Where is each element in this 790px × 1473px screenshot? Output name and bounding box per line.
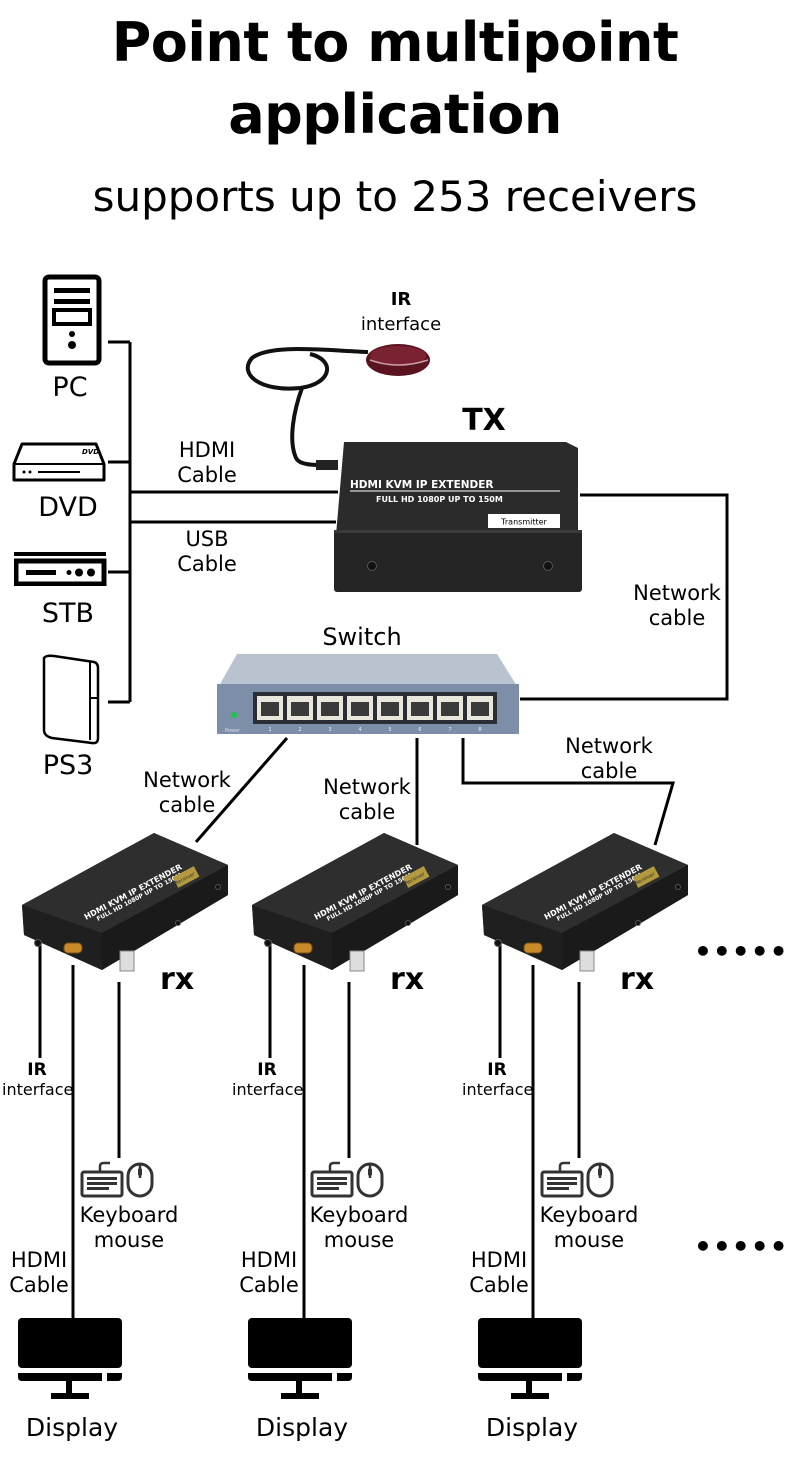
display-monitor-icon xyxy=(478,1318,582,1399)
set-top-box-icon xyxy=(14,552,107,586)
source-label-ps3: PS3 xyxy=(42,750,94,781)
tx-brand-line1: HDMI KVM IP EXTENDER xyxy=(350,479,494,491)
page-title-line1: Point to multipoint xyxy=(111,11,679,74)
keyboard-mouse-icon xyxy=(80,1161,154,1198)
receiver-device: HDMI KVM IP EXTENDER FULL HD 1080P UP TO… xyxy=(482,833,688,972)
rx-label: rx xyxy=(620,962,655,997)
network-cable-label-tx: Network cable xyxy=(633,581,721,630)
page-title-line2: application xyxy=(228,83,562,146)
rx-label: rx xyxy=(390,962,425,997)
transmitter-device: HDMI KVM IP EXTENDER FULL HD 1080P UP TO… xyxy=(334,442,582,592)
receiver-device: HDMI KVM IP EXTENDER FULL HD 1080P UP TO… xyxy=(22,833,228,972)
switch-port-number: 4 xyxy=(358,727,361,733)
display-label: Display xyxy=(255,1413,349,1442)
usb-cable-label: USB Cable xyxy=(177,527,237,576)
rx1-network-line xyxy=(194,737,289,843)
switch-label: Switch xyxy=(322,623,402,651)
rx-ir-label: IR interface xyxy=(462,1060,534,1099)
switch-port-number: 3 xyxy=(328,727,331,733)
tx-ir-label: IR interface xyxy=(360,289,442,335)
switch-port-number: 5 xyxy=(388,727,391,733)
switch-port-number: 2 xyxy=(298,727,301,733)
keyboard-mouse-label: Keyboard mouse xyxy=(539,1203,639,1252)
rx1-downlines xyxy=(38,945,121,1320)
receiver-device: HDMI KVM IP EXTENDER FULL HD 1080P UP TO… xyxy=(252,833,458,972)
rx2-downlines xyxy=(268,945,351,1320)
keyboard-mouse-label: Keyboard mouse xyxy=(309,1203,409,1252)
dvd-badge: DVD xyxy=(82,448,99,456)
tx-label: TX xyxy=(462,403,506,438)
network-cable-label-rx3: Network cable xyxy=(565,734,653,783)
svg-text:Power: Power xyxy=(225,728,241,734)
more-receivers-ellipsis-1: ••••••• xyxy=(694,935,790,968)
switch-port-number: 6 xyxy=(418,727,421,733)
switch-port-number: 8 xyxy=(478,727,481,733)
switch-port-number: 7 xyxy=(448,727,451,733)
keyboard-mouse-icon xyxy=(310,1161,384,1198)
more-receivers-ellipsis-2: ••••••• xyxy=(694,1230,790,1263)
rx-ir-label: IR interface xyxy=(2,1060,74,1099)
switch-port-number: 1 xyxy=(268,727,271,733)
page-subtitle: supports up to 253 receivers xyxy=(92,172,698,221)
rx-hdmi-cable-label: HDMI Cable xyxy=(469,1248,529,1297)
display-label: Display xyxy=(25,1413,119,1442)
network-switch-device: Power 1 2 3 4 5 6 7 8 xyxy=(217,654,519,734)
keyboard-mouse-label: Keyboard mouse xyxy=(79,1203,179,1252)
rx3-network-line xyxy=(461,738,675,846)
rx-ir-label: IR interface xyxy=(232,1060,304,1099)
rx3-downlines xyxy=(498,945,581,1320)
source-label-dvd: DVD xyxy=(38,492,98,523)
display-monitor-icon xyxy=(18,1318,122,1399)
hdmi-cable-label: HDMI Cable xyxy=(177,438,237,487)
dvd-player-icon: DVD xyxy=(12,442,106,482)
rx-label: rx xyxy=(160,962,195,997)
keyboard-mouse-icon xyxy=(540,1161,614,1198)
ir-receiver-cable-icon xyxy=(245,344,430,470)
tx-brand-line2: FULL HD 1080P UP TO 150M xyxy=(376,495,503,504)
tx-switch-network-line xyxy=(520,493,729,701)
pc-tower-icon xyxy=(42,274,102,366)
source-label-pc: PC xyxy=(52,372,88,403)
source-label-stb: STB xyxy=(41,598,95,629)
display-monitor-icon xyxy=(248,1318,352,1399)
tx-tag: Transmitter xyxy=(500,518,547,527)
network-cable-label-rx1: Network cable xyxy=(143,768,231,817)
rx-hdmi-cable-label: HDMI Cable xyxy=(239,1248,299,1297)
game-console-icon xyxy=(42,654,100,745)
display-label: Display xyxy=(485,1413,579,1442)
network-cable-label-rx2: Network cable xyxy=(323,775,411,824)
rx-hdmi-cable-label: HDMI Cable xyxy=(9,1248,69,1297)
